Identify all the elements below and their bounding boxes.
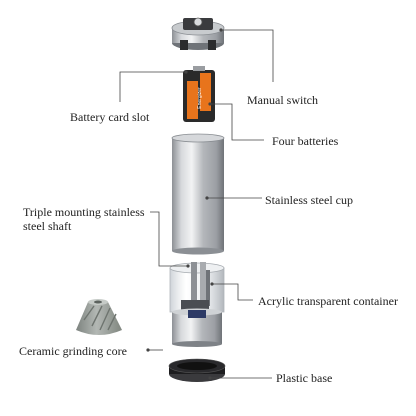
label-steel-shaft-line1: Triple mounting stainless bbox=[23, 205, 145, 219]
label-acrylic-container: Acrylic transparent container bbox=[258, 294, 398, 308]
battery-brand-text: Energizer bbox=[197, 87, 203, 109]
label-ceramic-core: Ceramic grinding core bbox=[19, 344, 127, 358]
leader-dots bbox=[146, 28, 223, 380]
acrylic-container-part bbox=[169, 262, 225, 347]
label-plastic-base: Plastic base bbox=[276, 371, 333, 385]
label-four-batteries: Four batteries bbox=[272, 134, 339, 148]
ceramic-core-part bbox=[76, 299, 122, 335]
label-steel-shaft-line2: steel shaft bbox=[23, 219, 72, 233]
label-manual-switch: Manual switch bbox=[247, 93, 318, 107]
label-steel-shaft: Triple mounting stainless steel shaft bbox=[23, 205, 173, 233]
manual-switch-part bbox=[171, 17, 225, 50]
battery-pack: Energizer bbox=[183, 66, 215, 122]
label-battery-card-slot: Battery card slot bbox=[70, 110, 150, 124]
leader-lines bbox=[119, 29, 274, 379]
stainless-steel-cup-part bbox=[171, 133, 225, 255]
label-stainless-steel-cup: Stainless steel cup bbox=[265, 193, 353, 207]
plastic-base-part bbox=[168, 358, 226, 382]
